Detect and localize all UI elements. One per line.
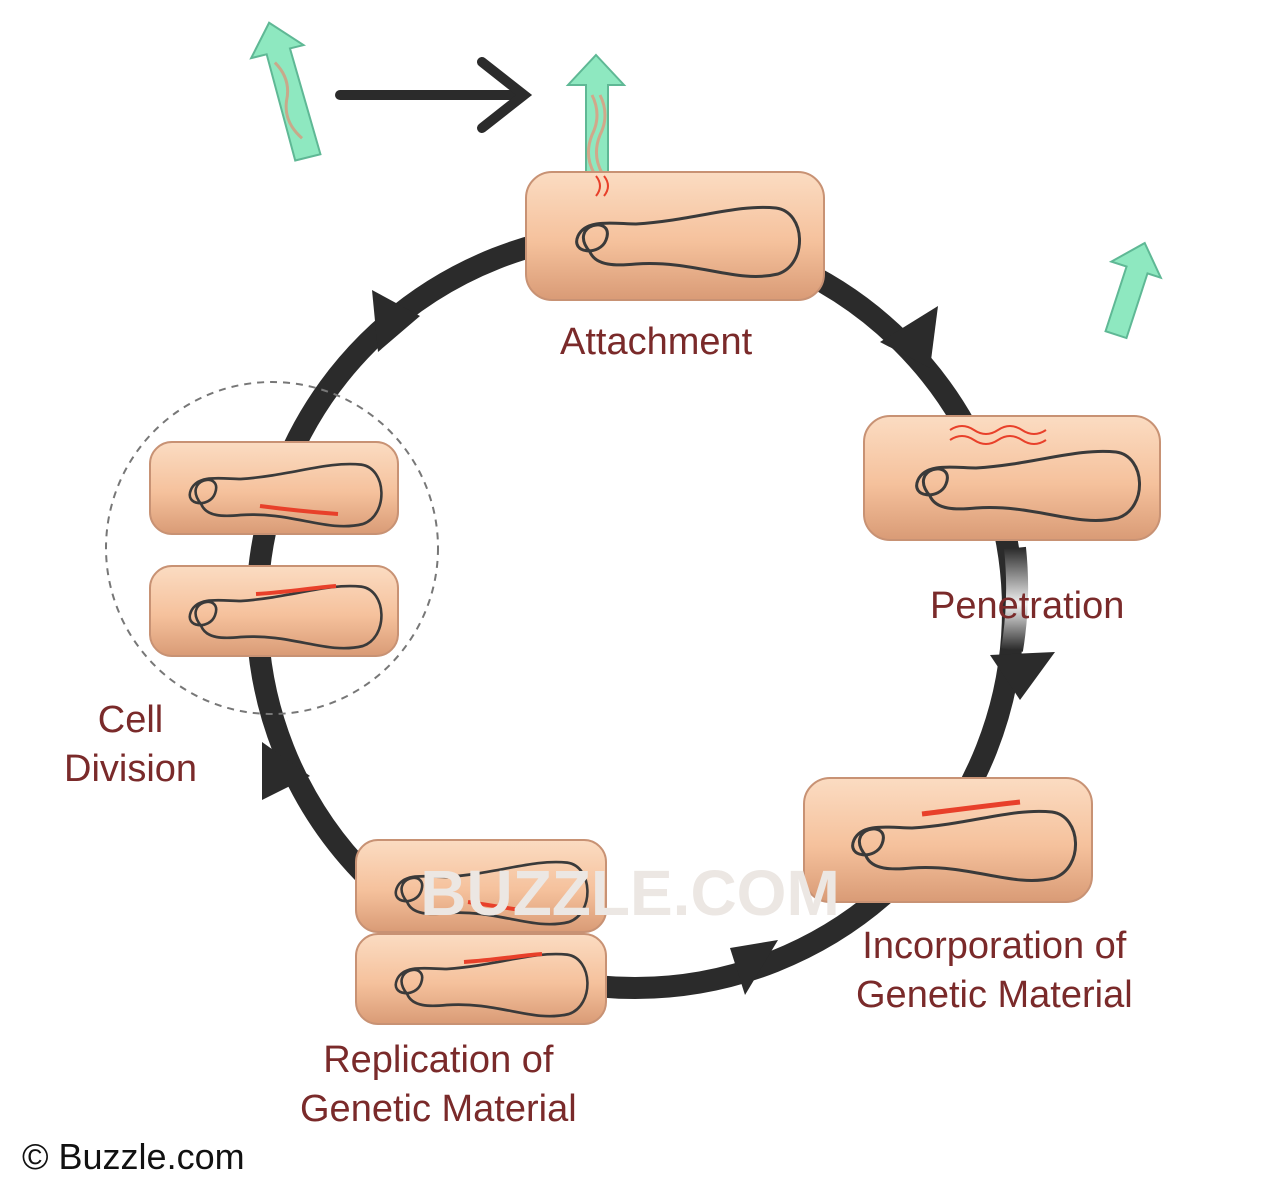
cell-attachment bbox=[525, 171, 825, 301]
label-penetration: Penetration bbox=[930, 585, 1125, 627]
cell-division-highlight bbox=[105, 381, 439, 715]
copyright-credit: © Buzzle.com bbox=[22, 1136, 245, 1177]
label-replication: Replication of Genetic Material bbox=[300, 1039, 577, 1131]
watermark: BUZZLE.COM bbox=[420, 857, 840, 929]
label-cell-division: Cell Division bbox=[64, 699, 198, 791]
arrow-head-left bbox=[262, 742, 310, 800]
phage-released-icon bbox=[1104, 241, 1163, 340]
cell-replication-bottom bbox=[355, 933, 607, 1025]
label-attachment: Attachment bbox=[560, 321, 753, 363]
arrow-head-right bbox=[990, 652, 1055, 700]
arrow-head-top-right bbox=[880, 306, 938, 368]
arrow-head-top-left bbox=[372, 290, 420, 352]
cell-replication-top bbox=[355, 839, 607, 933]
approach-arrow bbox=[335, 57, 533, 133]
arrow-head-bottom bbox=[730, 940, 778, 995]
phage-icon bbox=[249, 21, 322, 162]
cell-penetration bbox=[863, 415, 1161, 541]
cell-incorporation bbox=[803, 777, 1093, 903]
cycle-direction-arrows bbox=[262, 290, 1055, 995]
phage-attached-icon bbox=[565, 53, 627, 174]
label-incorporation: Incorporation of Genetic Material bbox=[856, 925, 1133, 1017]
cell-division-bottom bbox=[149, 565, 399, 657]
cell-division-top bbox=[149, 441, 399, 535]
